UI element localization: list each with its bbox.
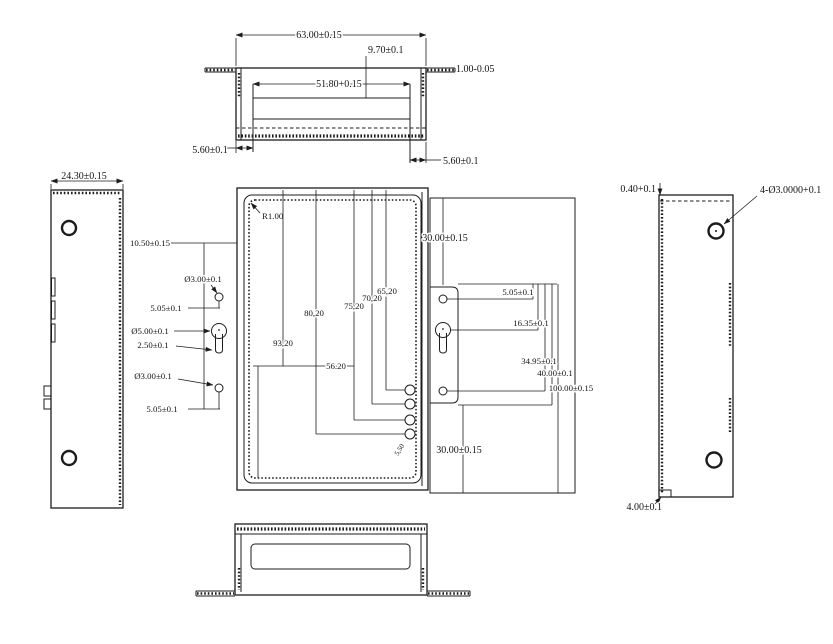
left-panel-tab [43, 398, 52, 410]
dim-upper-hole-dia: Ø3.00±0.1 [184, 274, 222, 284]
right-panel-lower-hole [705, 451, 723, 469]
dim-flange-width: 10.50±0.15 [130, 238, 171, 248]
top-view-left-flange [204, 67, 236, 73]
front-outline [236, 187, 429, 491]
bottom-view [195, 523, 471, 597]
left-flange-keyhole [211, 323, 227, 354]
front-side-hole [404, 384, 416, 396]
dim-corner-radius: R1.00 [262, 211, 284, 221]
ordinate-65: 65,20 [377, 286, 397, 296]
plate-keyhole [435, 322, 451, 354]
left-wall-detail-callouts: 10.50±0.15 Ø3.00±0.1 5.05±0.1 Ø5.00±0.1 … [128, 237, 237, 416]
left-panel-outline [50, 189, 124, 509]
dim-plate-upper-hole: 5.05±0.1 [502, 287, 533, 297]
right-wall-detail: 30.00±0.15 5.05±0.1 16.35±0.1 34.95±0.1 … [421, 197, 595, 494]
plate-upper-hole [438, 294, 448, 304]
right-side-view: 0.40+0.1 4-Ø3.0000+0.1 4.00±0.1 [619, 183, 823, 515]
plate-lower-hole [438, 386, 448, 396]
front-side-hole [404, 428, 416, 440]
front-side-hole [404, 398, 416, 410]
dim-bottom-edge-offset: 4.00±0.1 [627, 502, 663, 513]
dim-plate-keyhole-center: 16.35±0.1 [513, 318, 549, 328]
dim-hole-callout: 4-Ø3.0000+0.1 [760, 185, 821, 196]
dim-upper-hole-offset: 5.05±0.1 [150, 303, 181, 313]
right-wall-region [429, 197, 576, 494]
front-inner-wall [243, 194, 422, 484]
top-view-right-flange [426, 67, 456, 73]
left-panel-upper-hole [60, 219, 78, 237]
front-side-hole [404, 414, 416, 426]
ordinate-5-5: 5,50 [393, 442, 407, 457]
dim-plate-height: 40.00±0.1 [537, 368, 573, 378]
ordinate-80: 80,20 [304, 308, 324, 318]
bottom-body-outline [234, 523, 428, 596]
bottom-view-left-flange [195, 590, 235, 597]
dim-left-wall-inset: 5.60±0.1 [192, 145, 228, 156]
ordinate-93: 93,20 [273, 338, 293, 348]
ordinate-75: 75,20 [344, 301, 364, 311]
left-side-view: 24.30±0.15 [43, 170, 124, 509]
bottom-view-right-flange [427, 590, 471, 597]
dim-keyhole-slot-offset: 2.50±0.1 [137, 340, 168, 350]
top-section-view: 63.00±0.15 9.70±0.1 51.80+0.15 1.00-0.05… [191, 29, 496, 169]
dim-lower-hole-offset: 5.05±0.1 [146, 404, 177, 414]
left-flange-upper-hole [214, 292, 224, 302]
enclosure-body-outline [235, 67, 427, 141]
mounting-plate-outline [430, 286, 459, 404]
dim-upper-right-offset: 30.00±0.15 [422, 233, 468, 244]
bottom-slot [250, 543, 411, 570]
left-flange-lower-hole [214, 383, 224, 393]
dim-side-depth: 24.30±0.15 [61, 171, 107, 182]
dim-rib-depth: 9.70±0.1 [368, 45, 404, 56]
dim-lower-right-offset: 30.00±0.15 [436, 445, 482, 456]
right-panel-outline [658, 194, 734, 498]
left-panel-lower-hole [60, 449, 78, 467]
dim-overall-width: 63.00±0.15 [296, 30, 342, 41]
dim-material-thickness: 1.00-0.05 [456, 64, 494, 75]
ordinate-70: 70,20 [362, 293, 382, 303]
front-view: R1.00 93,20 80,20 75,20 70,20 65,20 56.2… [236, 187, 429, 491]
left-panel-tab [43, 385, 52, 397]
dim-top-edge-offset: 0.40+0.1 [620, 184, 656, 195]
dim-right-wall-inset: 5.60±0.1 [443, 156, 479, 167]
dim-lower-hole-dia: Ø3.00±0.1 [134, 371, 172, 381]
ordinate-56: 56.20 [326, 361, 346, 371]
right-panel-upper-hole [707, 222, 725, 240]
right-panel-bottom-tab [659, 489, 672, 497]
dim-plate-lower-hole: 34.95±0.1 [521, 356, 557, 366]
dim-keyhole-dia: Ø5.00±0.1 [131, 326, 169, 336]
dim-inner-width: 51.80+0.15 [316, 79, 362, 90]
dim-overall-height: 100.00±0.15 [549, 383, 594, 393]
